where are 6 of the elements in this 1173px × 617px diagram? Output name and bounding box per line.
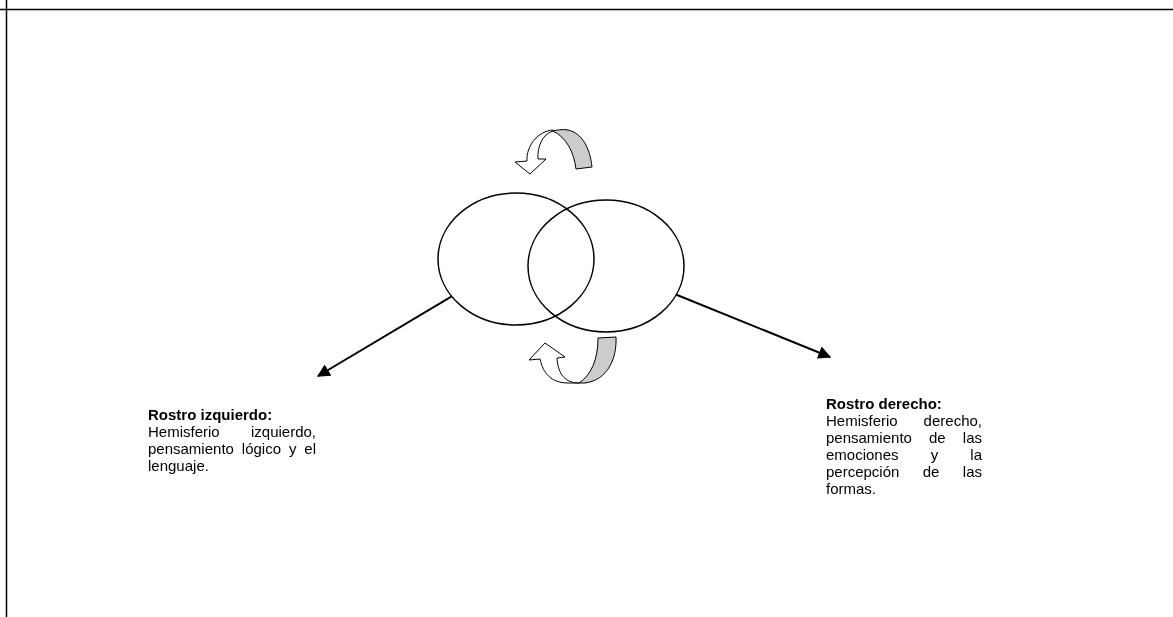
description-text: Hemisferio izquierdo, pensamiento lógico y el lenguaje. (148, 423, 316, 474)
heading-text: Rostro derecho: (826, 395, 943, 412)
arrow (674, 293, 832, 359)
description-text: Hemisferio derecho, pensamiento de las emociones y la percepción de las formas. (826, 412, 982, 497)
heading-text: Rostro izquierdo: (148, 406, 274, 423)
arrow (316, 295, 453, 377)
